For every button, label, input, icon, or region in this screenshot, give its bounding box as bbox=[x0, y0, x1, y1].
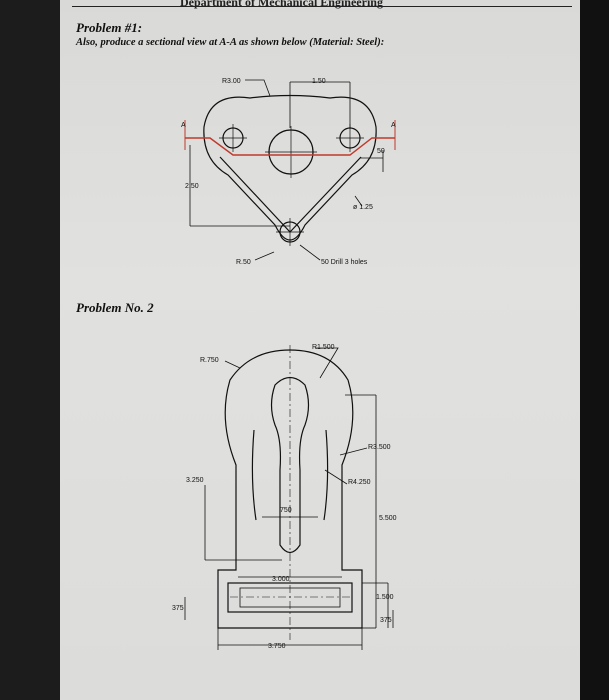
dim-r4250: R4.250 bbox=[348, 479, 371, 486]
dim-r1500: R1.500 bbox=[312, 344, 335, 351]
problem-1-drawing bbox=[189, 79, 384, 261]
problem-1-instructions: Also, produce a sectional view at A-A as… bbox=[76, 37, 385, 48]
dim-3250: 3.250 bbox=[186, 477, 204, 484]
plate-outline bbox=[203, 94, 377, 241]
dim-r300: R3.00 bbox=[222, 78, 241, 85]
right-flank bbox=[323, 429, 329, 521]
dim-3000: 3.000 bbox=[272, 576, 290, 583]
r300-leader bbox=[245, 79, 271, 97]
dim-250: 2.50 bbox=[185, 183, 199, 190]
inner-profile bbox=[219, 156, 362, 233]
problem-2-drawing bbox=[184, 345, 394, 650]
section-label-a-left: A bbox=[181, 122, 186, 129]
dim-50: 50 bbox=[377, 148, 385, 155]
dim-5500: 5.500 bbox=[379, 515, 397, 522]
department-header: Department of Mechanical Engineering bbox=[180, 0, 383, 9]
section-label-a-right: A bbox=[391, 122, 396, 129]
dim-3750: 3.750 bbox=[268, 643, 286, 650]
dim-r750: R.750 bbox=[200, 357, 219, 364]
r1500-leader bbox=[315, 347, 339, 379]
dim-r50: R.50 bbox=[236, 259, 251, 266]
dark-background-edge bbox=[580, 0, 609, 700]
header-rule bbox=[72, 6, 572, 7]
section-line-a-a bbox=[185, 137, 395, 156]
dim-r3500: R3.500 bbox=[368, 444, 391, 451]
dim-150: 1.50 bbox=[312, 78, 326, 85]
dim-375-right: 375 bbox=[380, 617, 392, 624]
dim-dia125: ø 1.25 bbox=[353, 204, 373, 211]
problem-2-title: Problem No. 2 bbox=[76, 300, 154, 315]
slot-outline bbox=[270, 376, 310, 554]
link-outline bbox=[217, 349, 363, 629]
dim-375-left: 375 bbox=[172, 605, 184, 612]
drill-note: 50 Drill 3 holes bbox=[321, 259, 368, 266]
left-flank bbox=[251, 429, 257, 521]
dim-750: 750 bbox=[280, 507, 292, 514]
dim-1500: 1.500 bbox=[376, 594, 394, 601]
problem-1-title: Problem #1: bbox=[76, 20, 143, 35]
